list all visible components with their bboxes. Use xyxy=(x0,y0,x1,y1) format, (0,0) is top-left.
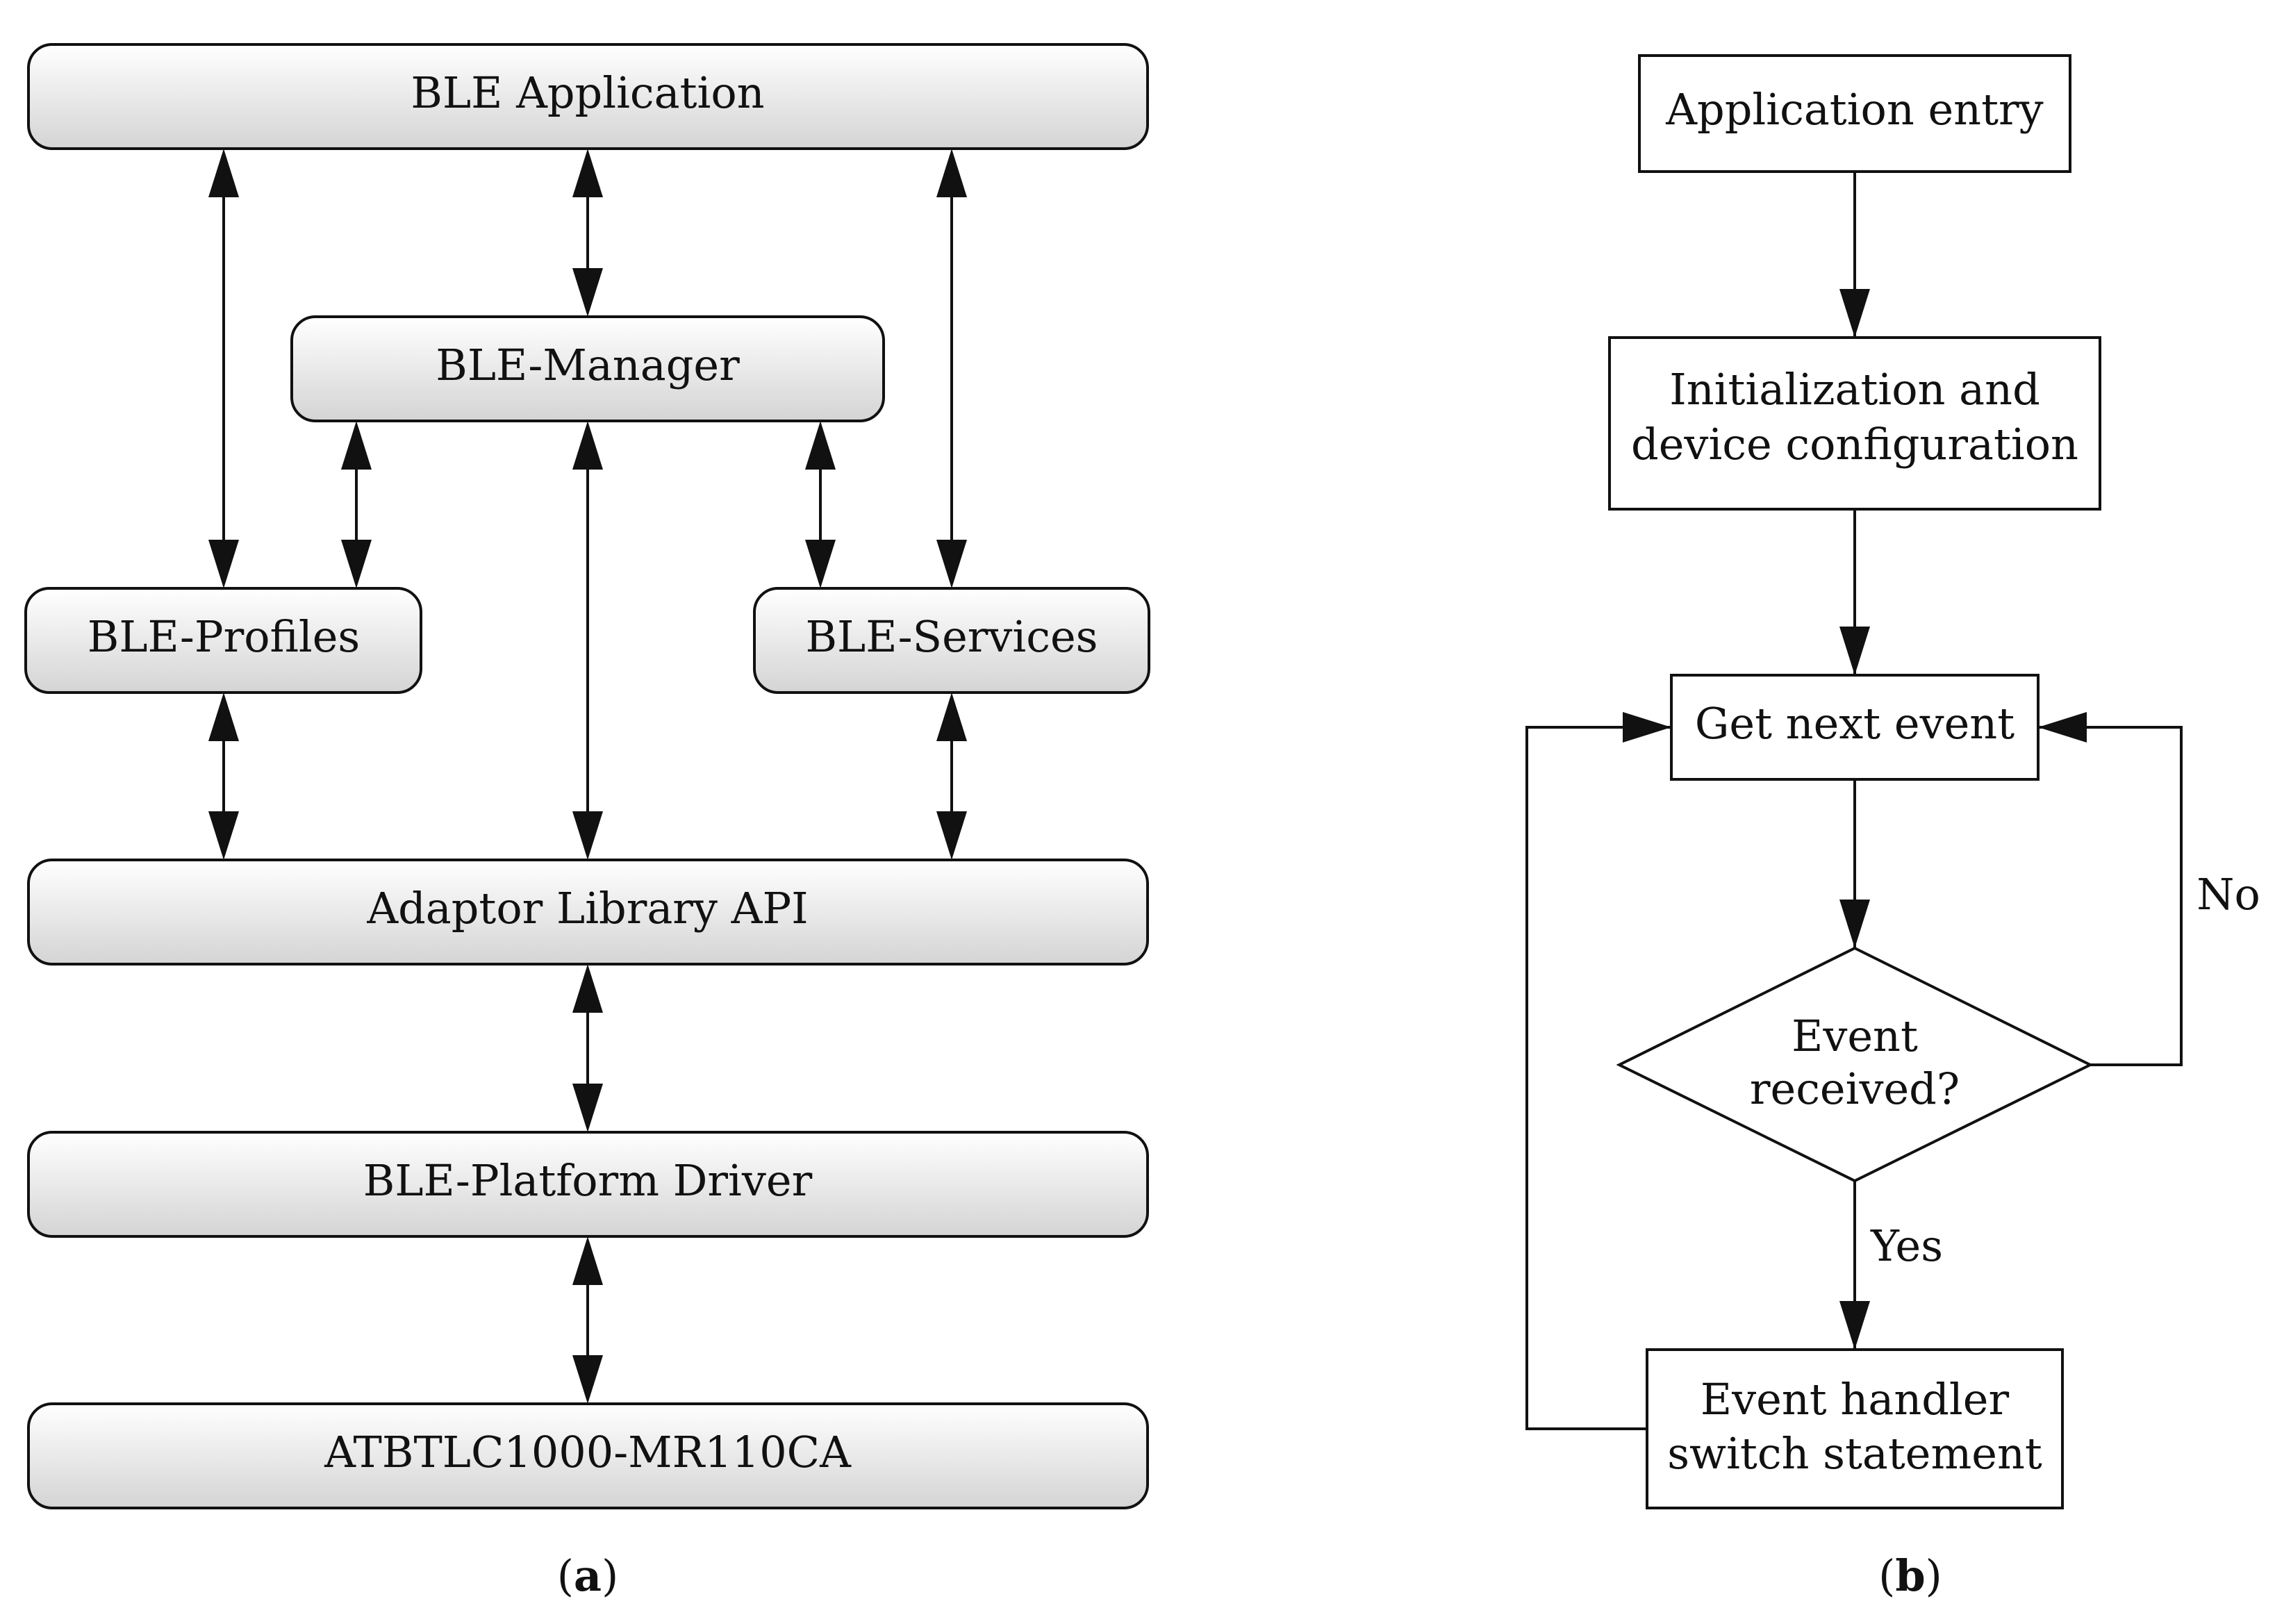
no-loop-arrowhead xyxy=(2038,712,2087,743)
ble-manager-label: BLE-Manager xyxy=(436,340,740,390)
atbtlc1000-label: ATBTLC1000-MR110CA xyxy=(324,1427,852,1477)
manager-profiles-arrow-head-top xyxy=(341,421,372,470)
application-services-arrow xyxy=(936,149,967,588)
decision-to-handler-arrowhead xyxy=(1839,1301,1870,1350)
driver-chip-arrow xyxy=(572,1236,603,1404)
ble-application-label: BLE Application xyxy=(411,67,764,118)
adaptor-library-api-layer: Adaptor Library API xyxy=(27,859,1149,966)
application-profiles-arrow-head-bottom xyxy=(208,540,239,588)
ble-platform-driver-layer: BLE-Platform Driver xyxy=(27,1131,1149,1238)
application-manager-arrow xyxy=(572,149,603,317)
edge-label-yes: Yes xyxy=(1870,1220,1943,1271)
manager-services-arrow-head-bottom xyxy=(805,540,836,588)
ble-services-layer: BLE-Services xyxy=(753,587,1150,694)
application-services-arrow-head-bottom xyxy=(936,540,967,588)
manager-profiles-arrow xyxy=(341,421,372,588)
application-profiles-arrow-head-top xyxy=(208,149,239,197)
services-adaptor-arrow-head-bottom xyxy=(936,811,967,860)
panel-a-architecture: BLE Application BLE-Manager BLE-Profiles… xyxy=(24,43,1150,1601)
event-received-decision: Event received? xyxy=(1616,946,2094,1183)
application-profiles-arrow xyxy=(208,149,239,588)
no-loop-line xyxy=(2038,726,2183,1066)
initialization-label-line1: Initialization and xyxy=(1669,364,2040,415)
get-next-event-label: Get next event xyxy=(1695,698,2015,749)
driver-chip-arrow-head-top xyxy=(572,1236,603,1285)
application-entry-label: Application entry xyxy=(1665,84,2043,135)
ble-profiles-label: BLE-Profiles xyxy=(88,611,360,662)
handler-loop-arrowhead xyxy=(1623,712,1671,743)
decision-label-line2: received? xyxy=(1750,1063,1960,1114)
caption-b: (b) xyxy=(1878,1550,1942,1601)
initialization-box: Initialization and device configuration xyxy=(1608,336,2101,511)
profiles-adaptor-arrow xyxy=(208,693,239,860)
atbtlc1000-layer: ATBTLC1000-MR110CA xyxy=(27,1402,1149,1509)
panel-a-arrows xyxy=(208,149,967,1404)
manager-adaptor-arrow-head-bottom xyxy=(572,811,603,860)
manager-services-arrow-head-top xyxy=(805,421,836,470)
adaptor-library-api-label: Adaptor Library API xyxy=(366,883,808,934)
services-adaptor-arrow xyxy=(936,693,967,860)
event-handler-label-line2: switch statement xyxy=(1667,1428,2042,1479)
decision-label-line1: Event xyxy=(1792,1011,1918,1061)
event-handler-label-line1: Event handler xyxy=(1701,1374,2010,1425)
get-next-event-box: Get next event xyxy=(1670,674,2040,781)
event-handler-box: Event handler switch statement xyxy=(1646,1348,2064,1509)
manager-adaptor-arrow xyxy=(572,421,603,860)
profiles-adaptor-arrow-head-top xyxy=(208,693,239,741)
application-services-arrow-head-top xyxy=(936,149,967,197)
application-manager-arrow-head-bottom xyxy=(572,268,603,317)
ble-manager-layer: BLE-Manager xyxy=(290,315,885,422)
ble-platform-driver-label: BLE-Platform Driver xyxy=(363,1155,813,1206)
adaptor-driver-arrow-head-bottom xyxy=(572,1084,603,1132)
initialization-label-line2: device configuration xyxy=(1631,419,2078,470)
init-to-getevent-arrowhead xyxy=(1839,627,1870,675)
ble-services-label: BLE-Services xyxy=(806,611,1098,662)
panel-b-flowchart: Application entry Initialization and dev… xyxy=(1525,54,2260,1601)
edge-label-no: No xyxy=(2197,869,2260,920)
adaptor-driver-arrow-head-top xyxy=(572,964,603,1013)
entry-to-init-arrowhead xyxy=(1839,289,1870,338)
caption-a: (a) xyxy=(557,1550,619,1601)
manager-profiles-arrow-head-bottom xyxy=(341,540,372,588)
manager-adaptor-arrow-head-top xyxy=(572,421,603,470)
handler-loop-line xyxy=(1525,726,1671,1430)
panel-b-connectors xyxy=(1525,172,2183,1430)
application-manager-arrow-head-top xyxy=(572,149,603,197)
profiles-adaptor-arrow-head-bottom xyxy=(208,811,239,860)
adaptor-driver-arrow xyxy=(572,964,603,1132)
application-entry-box: Application entry xyxy=(1638,54,2071,173)
ble-application-layer: BLE Application xyxy=(27,43,1149,150)
driver-chip-arrow-head-bottom xyxy=(572,1355,603,1404)
services-adaptor-arrow-head-top xyxy=(936,693,967,741)
manager-services-arrow xyxy=(805,421,836,588)
ble-profiles-layer: BLE-Profiles xyxy=(24,587,422,694)
getevent-to-decision-arrowhead xyxy=(1839,900,1870,948)
